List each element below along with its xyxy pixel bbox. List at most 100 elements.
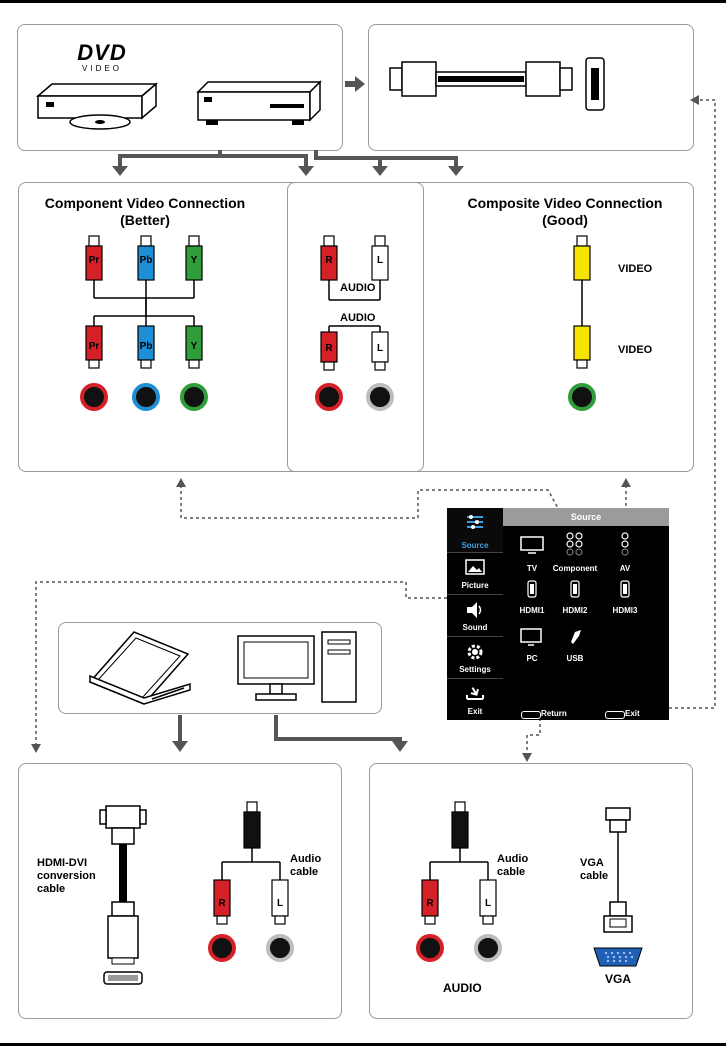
pc-icon [520, 628, 542, 646]
menu-tab-exit-label: Exit [467, 707, 483, 716]
laptop-icon [88, 631, 191, 705]
plug-y-bottom [185, 325, 203, 369]
menu-tab-source[interactable]: Source [447, 508, 503, 552]
hdmi3-icon [620, 580, 630, 598]
gear-icon [467, 644, 483, 660]
component-title-line1: Component Video Connection [44, 195, 246, 211]
audio-label-top: AUDIO [340, 282, 376, 294]
menu-item-tv[interactable]: TV [526, 564, 538, 573]
audio-panel [287, 182, 424, 472]
left-plug-label-r: R [218, 898, 226, 909]
menu-item-hdmi2[interactable]: HDMI2 [562, 606, 588, 615]
desktop-pc-icon [237, 631, 357, 703]
return-key-icon [521, 711, 541, 719]
menu-item-usb[interactable]: USB [566, 654, 584, 663]
dvd-logo-text: DVD [77, 40, 127, 65]
av-icon [621, 532, 629, 556]
plug-r-top [320, 235, 338, 281]
exit-key-icon [605, 711, 625, 719]
video-label-bottom: VIDEO [618, 344, 653, 356]
plug-pb-bottom [137, 325, 155, 369]
plug-y-top [185, 235, 203, 281]
hdmi-dvi-label: HDMI-DVI conversion cable [37, 857, 96, 896]
plug-l-top [371, 235, 389, 281]
video-label-top: VIDEO [618, 263, 653, 275]
bottom-rule [0, 1043, 726, 1046]
right-audio-label-line1: Audio [497, 853, 529, 865]
plug-label-pr-top: Pr [88, 255, 100, 266]
source-menu: Source Picture Sound Settings Exit Sourc… [447, 508, 669, 720]
menu-tab-source-label: Source [461, 541, 489, 550]
menu-item-av[interactable]: AV [619, 564, 631, 573]
vga-cable-label-line2: cable [580, 870, 609, 882]
arrow-to-hdmi [345, 76, 365, 92]
left-audio-label-line2: cable [290, 866, 319, 878]
menu-item-component[interactable]: Component [552, 564, 598, 573]
audio-caption: AUDIO [443, 981, 482, 995]
dvd-logo-sub: VIDEO [82, 64, 122, 73]
audio-label-bottom: AUDIO [340, 312, 376, 324]
left-plug-label-l: L [276, 898, 284, 909]
speaker-icon [467, 602, 482, 618]
menu-tab-picture-label: Picture [461, 581, 489, 590]
plug-label-pb-bottom: Pb [139, 341, 153, 352]
plug-pr-bottom [85, 325, 103, 369]
vga-cable-icon [593, 807, 643, 967]
picture-tab-icon [465, 559, 485, 575]
menu-item-hdmi1[interactable]: HDMI1 [519, 606, 545, 615]
usb-icon [571, 630, 581, 644]
menu-tab-exit[interactable]: Exit [447, 678, 503, 718]
menu-tab-sound[interactable]: Sound [447, 594, 503, 634]
plug-label-y-top: Y [190, 255, 198, 266]
right-audio-cable-label: Audio cable [497, 853, 528, 879]
hdmi-cable-icon [389, 57, 605, 111]
plug-l-bottom [371, 331, 389, 371]
vga-cable-label: VGA cable [580, 857, 608, 883]
vga-cable-label-line1: VGA [580, 857, 604, 869]
left-audio-cable-icon [208, 801, 294, 962]
right-audio-cable-icon [416, 801, 502, 962]
plug-label-pb-top: Pb [139, 255, 153, 266]
vga-port-label: VGA [605, 972, 632, 986]
menu-return-label[interactable]: Return [541, 709, 567, 718]
right-plug-label-r: R [426, 898, 434, 909]
composite-title: Composite Video Connection (Good) [440, 195, 690, 229]
hdmi1-icon [527, 580, 537, 598]
menu-item-pc[interactable]: PC [526, 654, 538, 663]
hdmi-dvi-cable-icon [99, 805, 147, 985]
hdmi-dvi-label-line3: cable [37, 883, 66, 895]
hdmi-dvi-label-line2: conversion [37, 870, 96, 882]
tv-icon [520, 536, 544, 554]
plug-r-bottom [320, 331, 338, 371]
menu-item-hdmi3[interactable]: HDMI3 [612, 606, 638, 615]
menu-tab-picture[interactable]: Picture [447, 552, 503, 592]
left-audio-cable-label: Audio cable [290, 853, 321, 879]
left-audio-label-line1: Audio [290, 853, 322, 865]
plug-label-r-top: R [325, 255, 333, 266]
plug-label-pr-bottom: Pr [88, 341, 100, 352]
hdmi2-icon [570, 580, 580, 598]
menu-tab-settings[interactable]: Settings [447, 636, 503, 676]
plug-label-l-bottom: L [376, 343, 384, 354]
composite-title-line2: (Good) [542, 212, 588, 228]
set-top-box-icon [196, 80, 322, 125]
plug-pb-top [137, 235, 155, 281]
exit-icon [466, 687, 484, 700]
menu-header: Source [503, 508, 669, 526]
plug-label-r-bottom: R [325, 343, 333, 354]
menu-exit-label[interactable]: Exit [625, 709, 640, 718]
top-rule [0, 0, 726, 3]
menu-tab-sound-label: Sound [462, 623, 488, 632]
dvd-player-icon [35, 82, 159, 130]
right-audio-label-line2: cable [497, 866, 526, 878]
plug-video-bottom [573, 325, 591, 369]
source-split-arrows [112, 150, 464, 176]
plug-label-y-bottom: Y [190, 341, 198, 352]
component-title: Component Video Connection (Better) [20, 195, 270, 229]
component-icon [566, 532, 583, 556]
dvd-logo: DVD VIDEO [70, 42, 134, 74]
plug-pr-top [85, 235, 103, 281]
composite-title-line1: Composite Video Connection [467, 195, 663, 211]
hdmi-dvi-label-line1: HDMI-DVI [37, 857, 88, 869]
